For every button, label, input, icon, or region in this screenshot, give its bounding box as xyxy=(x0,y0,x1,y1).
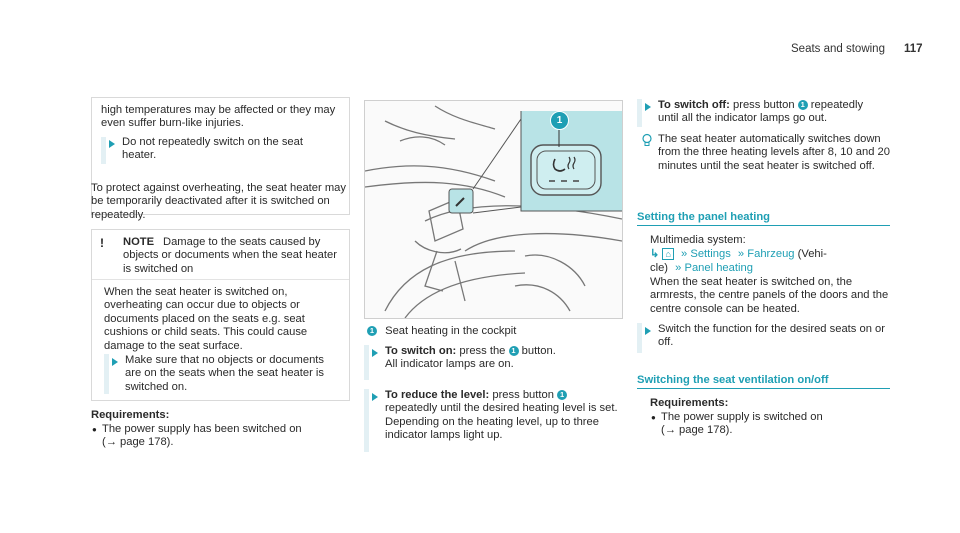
figure-caption: 1 Seat heating in the cockpit xyxy=(367,325,516,338)
action-bar xyxy=(364,345,369,380)
nav-settings[interactable]: Settings xyxy=(690,248,731,260)
action-arrow-icon xyxy=(372,349,378,357)
step-text: press button xyxy=(492,389,554,401)
notice-title-text: Damage to the seats caused by objects or… xyxy=(123,236,337,275)
requirements-title: Requirements: xyxy=(650,397,729,409)
nav-prefix: cle) xyxy=(650,262,669,274)
overheating-paragraph: To protect against overheating, the seat… xyxy=(91,182,346,221)
nav-chevron-icon: » xyxy=(675,262,682,274)
nav-suffix: (Vehi- xyxy=(797,248,827,260)
step-text: until all the indicator lamps go out. xyxy=(658,112,828,125)
action-bar xyxy=(637,323,642,353)
section-header: Seats and stowing xyxy=(791,43,885,55)
action-bar xyxy=(637,99,642,127)
step-text: button. xyxy=(521,345,556,357)
heading-seat-ventilation: Switching the seat ventilation on/off xyxy=(637,374,829,386)
home-icon[interactable]: ⌂ xyxy=(662,248,674,260)
callout-number-icon: 1 xyxy=(508,346,519,356)
nav-return-arrow-icon: ↳ xyxy=(650,248,660,260)
notice-header: ! NOTE Damage to the seats caused by obj… xyxy=(92,230,349,280)
step-reduce-level: To reduce the level: press button 1 repe… xyxy=(385,389,620,443)
callout-number-icon: 1 xyxy=(797,100,808,110)
nav-chevron-icon: » xyxy=(681,248,688,260)
panel-action: Switch the function for the desired seat… xyxy=(658,323,885,349)
nav-chevron-icon: » xyxy=(737,248,745,260)
action-arrow-icon xyxy=(645,103,651,111)
system-label: Multimedia system: xyxy=(650,234,746,246)
step-label: To reduce the level: xyxy=(385,389,490,401)
callout-number-icon: 1 xyxy=(367,326,377,336)
page-reference: (→ page 178). xyxy=(102,436,174,448)
heading-rule xyxy=(637,225,890,226)
step-result: Depending on the heating level, up to th… xyxy=(385,415,599,442)
nav-fahrzeug[interactable]: Fahrzeug xyxy=(747,248,795,260)
notice-body: When the seat heater is switched on, ove… xyxy=(104,286,308,352)
heading-panel-heating: Setting the panel heating xyxy=(637,211,771,223)
action-arrow-icon xyxy=(109,140,115,148)
action-text: Do not repeatedly switch on the seat hea… xyxy=(122,136,303,162)
step-switch-off: To switch off: press button 1 repeatedly… xyxy=(658,99,893,126)
nav-path: ↳ ⌂ » Settings » Fahrzeug (Vehi- xyxy=(650,248,890,261)
action-arrow-icon xyxy=(645,327,651,335)
callout-marker: 1 xyxy=(550,111,569,130)
step-label: To switch on: xyxy=(385,345,457,357)
step-switch-on: To switch on: press the 1 button. All in… xyxy=(385,345,620,372)
action-arrow-icon xyxy=(372,393,378,401)
panel-heating-text: When the seat heater is switched on, the… xyxy=(650,276,889,315)
exclamation-icon: ! xyxy=(100,236,104,250)
step-text: press the xyxy=(459,345,506,357)
info-text: The seat heater automatically switches d… xyxy=(658,133,890,172)
step-label: To switch off: xyxy=(658,99,730,111)
info-lightbulb-icon xyxy=(640,133,654,147)
requirements-title: Requirements: xyxy=(91,409,170,421)
action-bar xyxy=(101,137,106,164)
action-bar xyxy=(364,389,369,452)
nav-panel-heating[interactable]: Panel heating xyxy=(684,262,753,274)
warning-box-top: high temperatures may be affected or the… xyxy=(91,97,350,215)
notice-title: NOTE xyxy=(123,236,155,248)
caption-text: Seat heating in the cockpit xyxy=(385,325,517,337)
step-text: repeatedly xyxy=(810,99,864,111)
page-number: 117 xyxy=(904,43,923,55)
notice-box: ! NOTE Damage to the seats caused by obj… xyxy=(91,229,350,401)
bullet-icon: ● xyxy=(92,425,97,434)
nav-path-line2: cle) » Panel heating xyxy=(650,262,890,275)
heading-rule xyxy=(637,388,890,389)
requirement-item: The power supply has been switched on xyxy=(102,423,302,435)
warning-text: high temperatures may be affected or the… xyxy=(101,104,336,130)
page-reference: (→ page 178). xyxy=(661,424,733,436)
step-text: press button xyxy=(733,99,795,111)
cockpit-drawing xyxy=(365,105,622,318)
requirement-item: The power supply is switched on xyxy=(661,411,823,423)
cockpit-illustration: 1 xyxy=(364,100,623,319)
action-bar xyxy=(104,354,109,394)
action-arrow-icon xyxy=(112,358,118,366)
bullet-icon: ● xyxy=(651,413,656,422)
step-result: All indicator lamps are on. xyxy=(385,358,514,371)
step-text: repeatedly until the desired heating lev… xyxy=(385,402,618,415)
callout-number-icon: 1 xyxy=(557,390,568,400)
notice-action: Make sure that no objects or documents a… xyxy=(125,354,325,393)
